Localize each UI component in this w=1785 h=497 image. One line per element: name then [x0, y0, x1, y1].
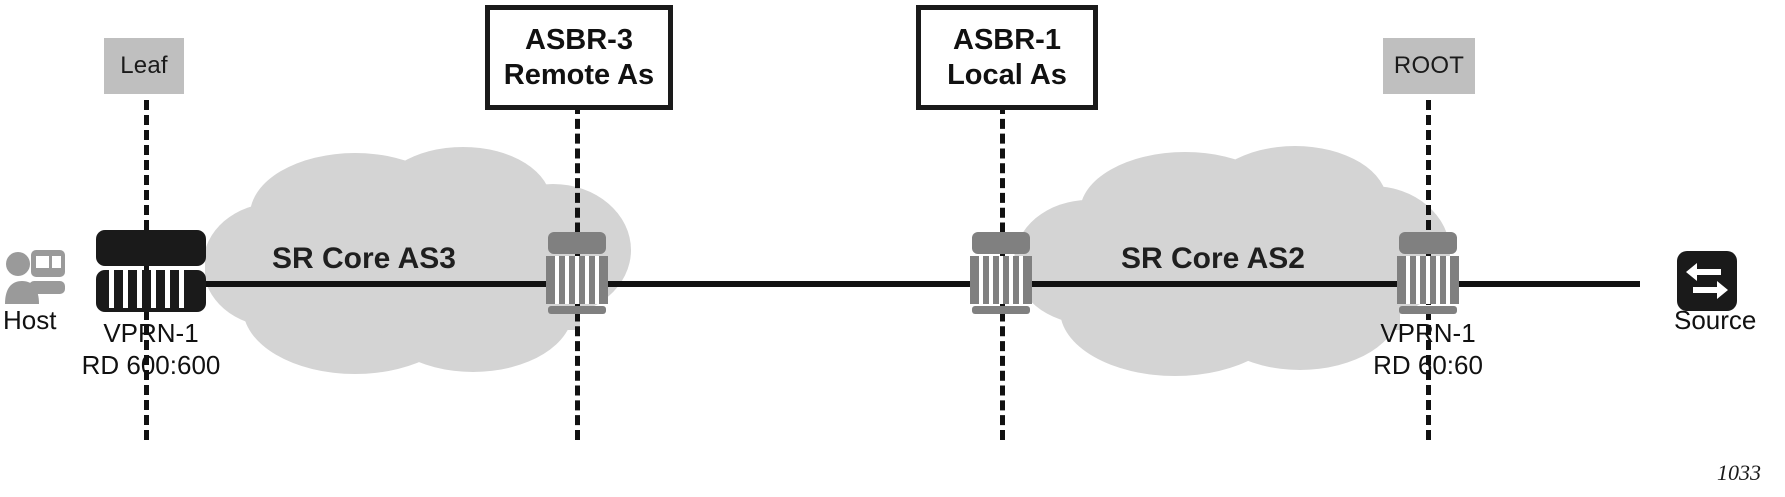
host-label: Host	[3, 305, 57, 335]
asbr-3-box[interactable]: ASBR-3 Remote As	[485, 5, 673, 110]
asbr-3-title: ASBR-3	[525, 24, 633, 57]
host-user-monitor-icon	[5, 250, 65, 304]
router-asbr-3[interactable]	[546, 232, 608, 314]
tag-root-label: ROOT	[1393, 52, 1465, 79]
asbr-1-box[interactable]: ASBR-1 Local As	[916, 5, 1098, 110]
router-vprn-left[interactable]	[96, 230, 206, 312]
router-asbr-1[interactable]	[970, 232, 1032, 314]
tag-root[interactable]: ROOT	[1383, 38, 1475, 94]
vprn-left-name: VPRN-1	[103, 318, 199, 348]
source-label: Source	[1674, 305, 1757, 335]
vprn-left-label-group: VPRN-1 RD 600:600	[36, 318, 266, 381]
vprn-right-label-group: VPRN-1 RD 60:60	[1313, 318, 1543, 381]
asbr-3-subtitle: Remote As	[503, 58, 655, 91]
vprn-right-rd: RD 60:60	[1373, 349, 1483, 380]
asbr-1-title: ASBR-1	[953, 24, 1061, 57]
core-trunk-link	[150, 281, 1640, 287]
tag-leaf-label: Leaf	[120, 52, 168, 79]
sr-core-as2-label: SR Core AS2	[1121, 242, 1305, 275]
router-vprn-right[interactable]	[1397, 232, 1459, 314]
vprn-right-name: VPRN-1	[1380, 318, 1476, 348]
figure-number: 1033	[1717, 460, 1761, 485]
tag-leaf[interactable]: Leaf	[104, 38, 184, 94]
sr-core-as3-label: SR Core AS3	[272, 242, 456, 275]
asbr-1-subtitle: Local As	[947, 58, 1067, 91]
source-arrows-icon	[1677, 251, 1737, 311]
vprn-left-rd: RD 600:600	[81, 349, 221, 380]
